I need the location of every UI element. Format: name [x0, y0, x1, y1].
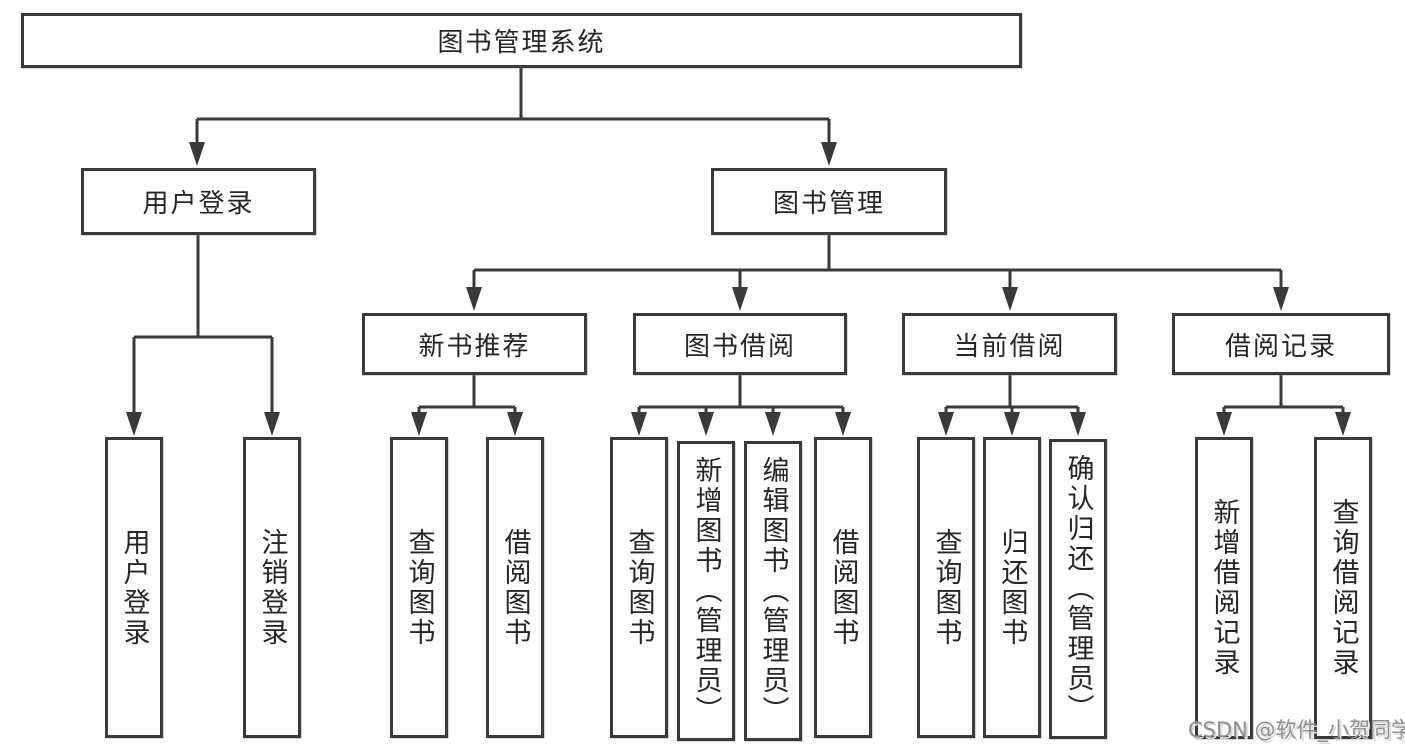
- leaf-borrowing-query-books: 查询图书: [610, 437, 668, 738]
- leaf-records-query-borrow-record: 查询借阅记录: [1314, 437, 1372, 739]
- node-label: 借阅记录: [1224, 331, 1337, 362]
- leaf-label: 查询图书: [403, 527, 435, 648]
- leaf-records-add-borrow-record: 新增借阅记录: [1195, 437, 1253, 739]
- node-book-borrowing: 图书借阅: [633, 313, 847, 375]
- leaf-label: 用户登录: [118, 527, 150, 648]
- leaf-logout: 注销登录: [243, 437, 301, 738]
- leaf-user-login: 用户登录: [105, 437, 163, 738]
- node-label: 新书推荐: [418, 331, 531, 362]
- arrowheads: [126, 142, 1351, 436]
- leaf-recommend-borrow-books: 借阅图书: [486, 437, 544, 738]
- leaf-label: 注销登录: [256, 527, 288, 648]
- node-library-management-system: 图书管理系统: [21, 13, 1022, 68]
- node-label: 图书借阅: [683, 331, 796, 362]
- node-book-management: 图书管理: [711, 168, 947, 235]
- leaf-label: 新增借阅记录: [1208, 498, 1240, 678]
- leaf-label: 编辑图书（管理员）: [757, 456, 789, 726]
- leaf-label: 查询图书: [930, 527, 962, 648]
- node-user-login: 用户登录: [81, 168, 316, 235]
- leaf-label: 归还图书: [996, 527, 1028, 648]
- node-label: 图书管理: [772, 189, 885, 219]
- node-current-borrowing: 当前借阅: [902, 313, 1117, 375]
- leaf-borrowing-borrow-books: 借阅图书: [814, 437, 872, 738]
- leaf-label: 查询图书: [623, 527, 655, 648]
- node-label: 当前借阅: [953, 331, 1066, 362]
- leaf-borrowing-add-books-admin: 新增图书（管理员）: [677, 441, 735, 741]
- leaf-current-query-books: 查询图书: [917, 437, 975, 738]
- node-label: 用户登录: [142, 189, 255, 219]
- leaf-current-return-books: 归还图书: [983, 437, 1041, 738]
- leaf-label: 借阅图书: [827, 527, 859, 648]
- node-borrow-records: 借阅记录: [1172, 313, 1390, 375]
- node-new-book-recommend: 新书推荐: [362, 313, 587, 375]
- leaf-label: 新增图书（管理员）: [690, 456, 722, 726]
- leaf-recommend-query-books: 查询图书: [390, 437, 448, 738]
- leaf-label: 借阅图书: [499, 527, 531, 648]
- leaf-label: 查询借阅记录: [1327, 498, 1359, 678]
- leaf-borrowing-edit-books-admin: 编辑图书（管理员）: [744, 441, 802, 741]
- leaf-label: 确认归还（管理员）: [1062, 454, 1094, 724]
- node-label: 图书管理系统: [437, 28, 606, 58]
- leaf-current-confirm-return-admin: 确认归还（管理员）: [1049, 439, 1107, 739]
- csdn-watermark: CSDN @软件_小贺同学: [1188, 718, 1405, 742]
